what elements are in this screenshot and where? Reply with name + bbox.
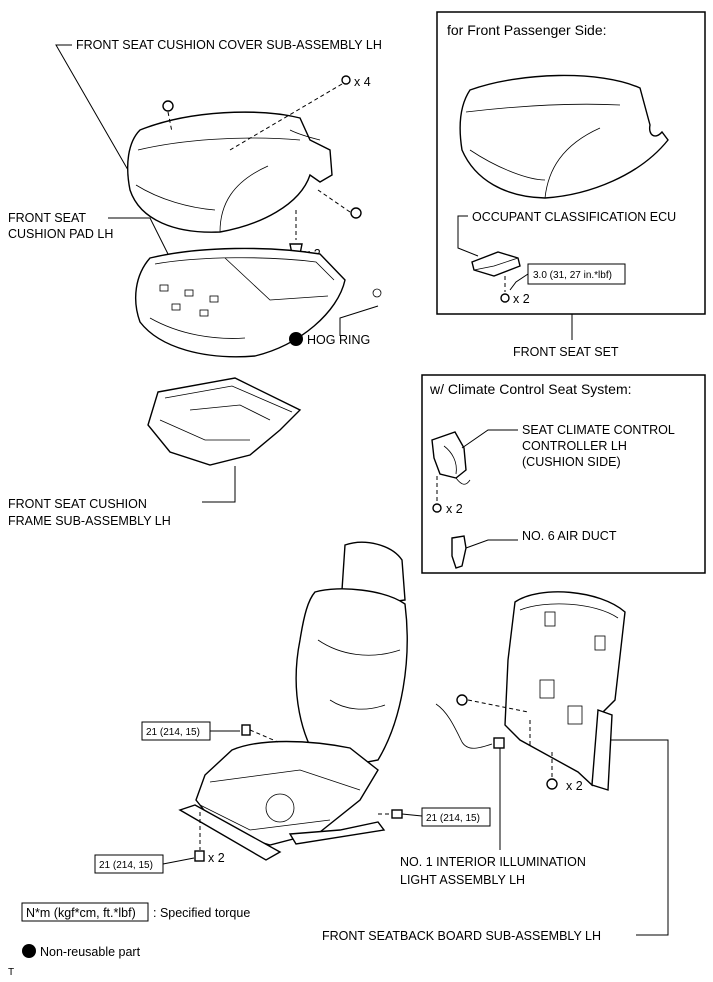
footer-mark: T	[8, 967, 14, 978]
hog-ring-nonreusable-icon	[289, 332, 303, 346]
cushion-pad-illustration	[135, 247, 346, 358]
lower-bolt-icon	[194, 850, 205, 862]
right-bolt-icon	[391, 809, 403, 819]
ecu-torque-value: 3.0 (31, 27 in.*lbf)	[533, 270, 612, 281]
climate-panel-title: w/ Climate Control Seat System:	[429, 381, 632, 397]
cover-clip-qty: x 4	[354, 75, 371, 89]
air-duct-label: NO. 6 AIR DUCT	[522, 529, 617, 543]
controller-leader	[461, 429, 518, 449]
legend-nonreusable-desc: Non-reusable part	[40, 945, 141, 959]
occupant-ecu-illustration	[471, 251, 521, 277]
hog-ring-leader	[339, 305, 379, 336]
cushion-cover-label: FRONT SEAT CUSHION COVER SUB-ASSEMBLY LH	[76, 38, 382, 52]
cushion-pad-label-line2: CUSHION PAD LH	[8, 227, 113, 241]
illum-light-label-line1: NO. 1 INTERIOR ILLUMINATION	[400, 855, 586, 869]
ecu-nut-icon	[500, 293, 510, 303]
legend-nonreusable-icon	[22, 944, 36, 958]
cushion-pad-leader	[108, 217, 171, 259]
cushion-frame-label-line1: FRONT SEAT CUSHION	[8, 497, 147, 511]
controller-label-line2: CONTROLLER LH	[522, 439, 627, 453]
legend-torque-unit: N*m (kgf*cm, ft.*lbf)	[26, 906, 136, 920]
cover-clip-icon-left	[162, 100, 174, 112]
passenger-cushion-cover-illustration	[459, 74, 669, 199]
upper-bolt-icon	[241, 724, 251, 736]
cover-hook-icon	[350, 207, 362, 219]
controller-screw-qty: x 2	[446, 502, 463, 516]
seatback-board-illustration	[504, 591, 626, 791]
legend-torque-desc: : Specified torque	[153, 906, 250, 920]
controller-screw-icon	[432, 503, 442, 513]
front-seat-set-label: FRONT SEAT SET	[513, 345, 619, 359]
torque-leader-line	[509, 273, 529, 291]
seatback-screw-icon	[546, 778, 558, 790]
hog-ring-label: HOG RING	[307, 333, 370, 347]
cushion-cover-illustration	[127, 111, 333, 233]
seatback-screw-qty: x 2	[566, 779, 583, 793]
air-duct-illustration	[451, 535, 467, 569]
cushion-frame-label-line2: FRAME SUB-ASSEMBLY LH	[8, 514, 171, 528]
front-seat-assembly-illustration	[178, 541, 408, 861]
cushion-frame-leader	[202, 466, 236, 503]
illum-light-label-line2: LIGHT ASSEMBLY LH	[400, 873, 525, 887]
right-bolt-torque: 21 (214, 15)	[426, 813, 480, 824]
legend-torque-box	[21, 902, 149, 922]
passenger-panel-title: for Front Passenger Side:	[447, 22, 607, 38]
right-bolt-torque-box	[421, 807, 491, 827]
upper-bolt-torque: 21 (214, 15)	[146, 727, 200, 738]
cushion-frame-illustration	[147, 377, 302, 466]
air-duct-leader	[465, 539, 518, 549]
passenger-side-panel	[436, 11, 706, 315]
occupant-ecu-label: OCCUPANT CLASSIFICATION ECU	[472, 210, 676, 224]
controller-label-line3: (CUSHION SIDE)	[522, 455, 621, 469]
lower-bolt-qty: x 2	[208, 851, 225, 865]
seatback-board-label: FRONT SEATBACK BOARD SUB-ASSEMBLY LH	[322, 929, 601, 943]
seatback-board-leader	[610, 739, 669, 936]
illum-light-wire-illustration	[435, 703, 505, 749]
climate-controller-illustration	[431, 431, 471, 485]
ecu-leader-line	[457, 215, 479, 257]
seatback-clip-icon	[456, 694, 468, 706]
cushion-pad-label-line1: FRONT SEAT	[8, 211, 86, 225]
climate-control-panel	[421, 374, 706, 574]
ecu-nut-qty: x 2	[513, 292, 530, 306]
cushion-cover-leader	[55, 44, 129, 171]
lower-bolt-torque: 21 (214, 15)	[99, 860, 153, 871]
controller-label-line1: SEAT CLIMATE CONTROL	[522, 423, 675, 437]
cover-clip-icon-top	[341, 75, 351, 85]
hog-ring-wire-icon	[372, 288, 382, 298]
